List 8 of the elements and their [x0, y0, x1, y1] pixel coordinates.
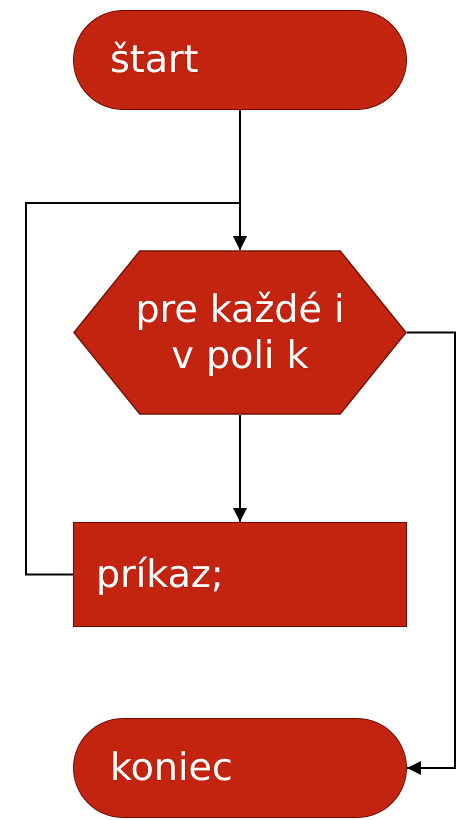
node-label: štart: [110, 37, 199, 83]
process-box: [73, 522, 407, 627]
node-label: príkaz;: [96, 552, 224, 598]
arrow: [25, 202, 247, 576]
node-label: koniec: [110, 745, 233, 791]
node-label: pre každé i v poli k: [134, 286, 346, 378]
arrow: [407, 332, 456, 775]
arrow: [233, 415, 247, 522]
